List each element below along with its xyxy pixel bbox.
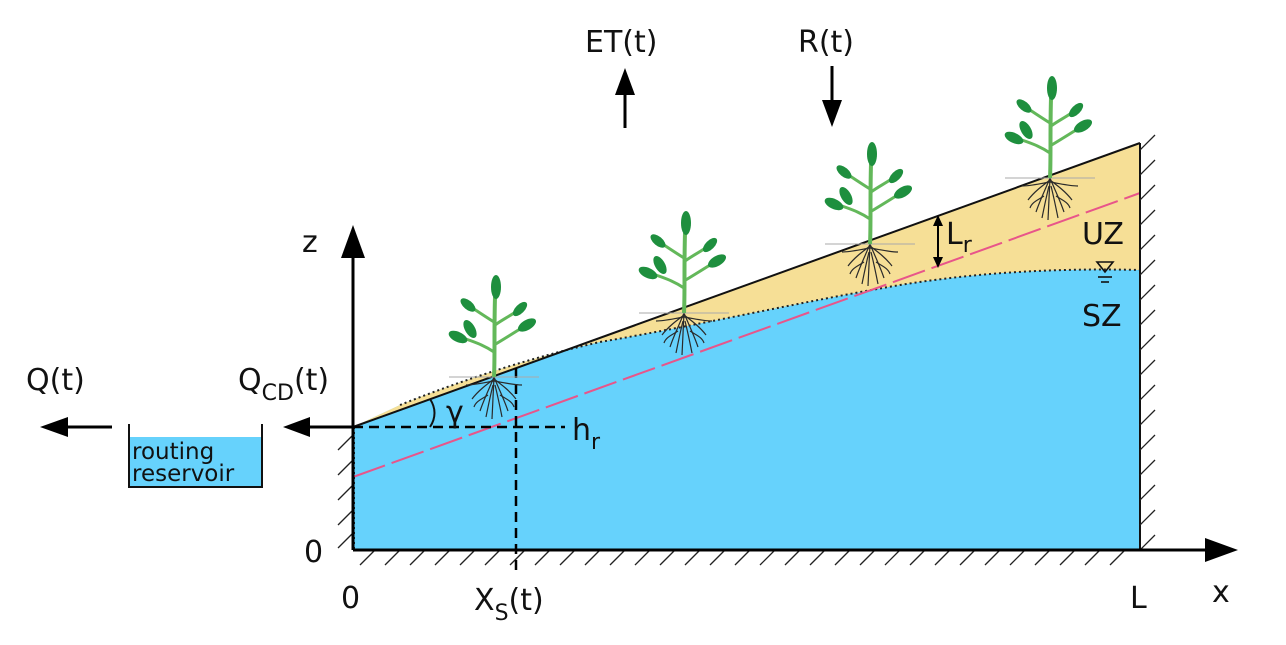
gamma-label: γ (446, 395, 464, 430)
xs-label: XS(t) (474, 583, 544, 626)
routing-reservoir (128, 424, 263, 488)
right-hatching (1139, 134, 1156, 551)
qcd-label: QCD(t) (238, 363, 329, 406)
et-label: ET(t) (585, 25, 657, 60)
ground-surface-line (352, 142, 1141, 428)
lr-label: Lr (946, 217, 973, 258)
length-label: L (1130, 581, 1147, 616)
reservoir-label-line1: routing (132, 439, 214, 465)
hr-label: hr (572, 413, 601, 455)
arrow-up-icon (615, 68, 635, 128)
z-axis (341, 225, 365, 550)
bottom-hatching (359, 549, 1126, 566)
r-label: R(t) (798, 25, 854, 60)
q-label: Q(t) (26, 363, 85, 398)
x-axis-label: x (1212, 575, 1230, 610)
saturated-zone (353, 269, 1140, 550)
origin-z-label: 0 (304, 535, 323, 570)
x-axis (353, 538, 1238, 562)
reservoir-label-line2: reservoir (132, 461, 235, 487)
origin-x-label: 0 (341, 581, 360, 616)
left-hatching (337, 434, 354, 549)
root-depth-line (352, 192, 1141, 478)
lr-dimension-arrow (933, 215, 943, 268)
z-axis-label: z (302, 225, 318, 260)
uz-label: UZ (1082, 217, 1124, 252)
plant-icon (1000, 74, 1097, 180)
water-table-line (399, 268, 1141, 406)
arrow-down-icon (822, 66, 842, 127)
sz-label: SZ (1082, 299, 1122, 334)
gamma-angle-arc (429, 398, 436, 428)
water-table-icon (1095, 261, 1115, 283)
arrow-left-icon (40, 417, 112, 437)
arrow-left-icon (283, 417, 352, 437)
